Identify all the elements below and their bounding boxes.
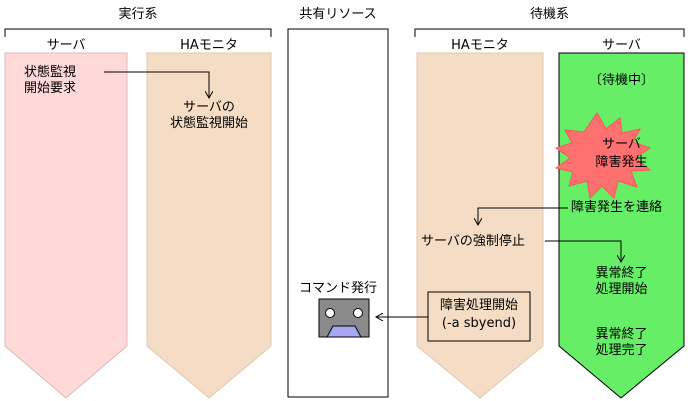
failure-burst-shape xyxy=(554,112,652,200)
monitor-start-label-line2: 状態監視開始 xyxy=(169,116,248,131)
shared-resource-title: 共有リソース xyxy=(299,7,377,22)
active-server-header: サーバ xyxy=(46,38,86,53)
standby-state-label: 〔待機中〕 xyxy=(588,73,654,88)
standby-ha-monitor-header: HAモニタ xyxy=(451,38,509,53)
standby-ha-monitor-lane xyxy=(416,52,544,399)
monitor-request-label-line1: 状態監視 xyxy=(24,65,77,80)
active-group-title: 実行系 xyxy=(118,7,158,22)
abnormal-start-label-line1: 異常終了 xyxy=(595,266,648,281)
force-stop-label: サーバの強制停止 xyxy=(421,234,525,249)
failure-handling-label-line2: (-a sbyend) xyxy=(441,316,517,331)
failure-label-line2: 障害発生 xyxy=(595,155,648,170)
notify-failure-label: 障害発生を連絡 xyxy=(571,200,663,215)
monitor-request-arrow xyxy=(104,71,209,98)
command-issue-label: コマンド発行 xyxy=(298,281,377,296)
monitor-request-label-line2: 開始要求 xyxy=(24,81,77,96)
failure-label-line1: サーバ xyxy=(602,137,641,152)
shared-resource-box xyxy=(287,28,389,398)
abnormal-start-label-line2: 処理開始 xyxy=(595,282,648,297)
terminal-icon xyxy=(318,298,370,338)
abnormal-done-label-line2: 処理完了 xyxy=(595,343,648,358)
active-server-lane xyxy=(4,52,128,399)
active-ha-monitor-header: HAモニタ xyxy=(180,38,238,53)
abnormal-done-label-line1: 異常終了 xyxy=(595,327,648,342)
force-stop-arrow xyxy=(545,240,621,262)
failure-handling-box xyxy=(427,291,531,342)
active-group-bracket xyxy=(4,28,272,37)
notify-failure-arrow xyxy=(478,207,568,225)
standby-server-header: サーバ xyxy=(602,38,641,53)
active-ha-monitor-lane xyxy=(146,52,272,399)
standby-group-title: 待機系 xyxy=(529,7,569,22)
standby-group-bracket xyxy=(414,28,685,37)
monitor-start-label-line1: サーバの xyxy=(183,100,235,115)
failure-handling-label-line1: 障害処理開始 xyxy=(439,298,518,313)
